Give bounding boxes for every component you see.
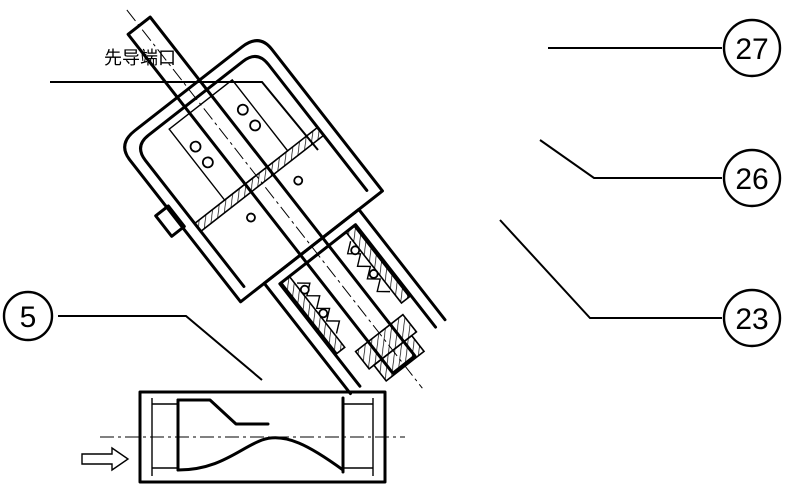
actuator-body <box>123 9 447 396</box>
pilot-port-leader <box>50 81 319 151</box>
callout-27-number: 27 <box>735 33 768 66</box>
callout-23: 23 <box>499 219 782 348</box>
flow-direction-arrow <box>81 446 130 472</box>
callout-26: 26 <box>539 139 782 208</box>
callout-23-number: 23 <box>735 303 768 336</box>
valve-body <box>138 390 387 484</box>
callout-5: 5 <box>2 290 263 381</box>
callout-27: 27 <box>548 18 782 78</box>
callout-26-number: 26 <box>735 163 768 196</box>
pilot-port-label: 先导端口 <box>104 48 176 69</box>
callout-5-number: 5 <box>20 301 37 334</box>
